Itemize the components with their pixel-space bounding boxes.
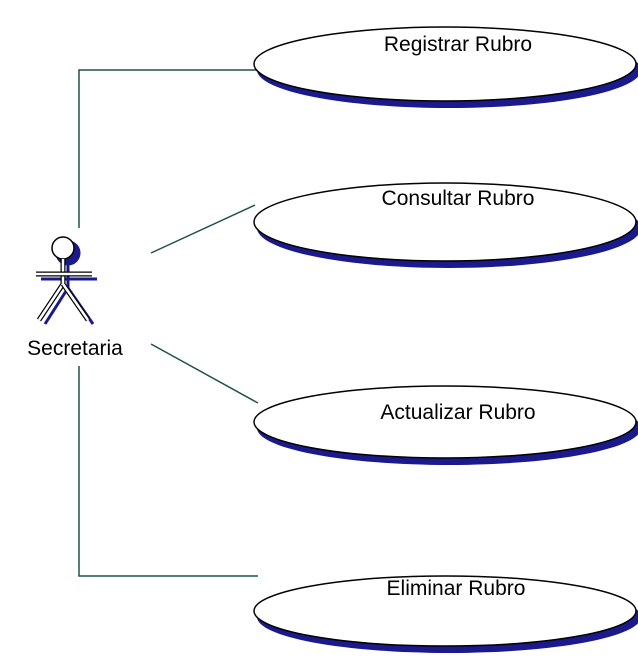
association-actualizar xyxy=(150,343,259,404)
association-consultar xyxy=(150,204,256,254)
use-case-label: Eliminar Rubro xyxy=(387,577,526,600)
use-case-consultar-rubro[interactable]: Consultar Rubro xyxy=(253,182,638,268)
use-case-actualizar-rubro[interactable]: Actualizar Rubro xyxy=(253,385,638,465)
use-case-eliminar-rubro[interactable]: Eliminar Rubro xyxy=(253,575,638,653)
use-case-label: Consultar Rubro xyxy=(382,187,535,210)
use-case-registrar-rubro[interactable]: Registrar Rubro xyxy=(253,26,638,108)
associations xyxy=(78,69,259,577)
use-case-ellipse xyxy=(253,26,637,102)
use-case-ellipse xyxy=(253,575,637,647)
actor-secretaria[interactable]: Secretaria xyxy=(27,236,123,360)
actor-label: Secretaria xyxy=(27,337,123,360)
use-case-ellipse xyxy=(253,182,637,262)
actor-figure xyxy=(36,236,92,322)
use-case-label: Actualizar Rubro xyxy=(380,401,535,424)
association-eliminar xyxy=(78,366,258,577)
use-case-ellipse xyxy=(253,385,637,459)
use-case-label: Registrar Rubro xyxy=(384,33,532,56)
association-registrar xyxy=(78,69,257,228)
actor-icon xyxy=(36,236,97,325)
